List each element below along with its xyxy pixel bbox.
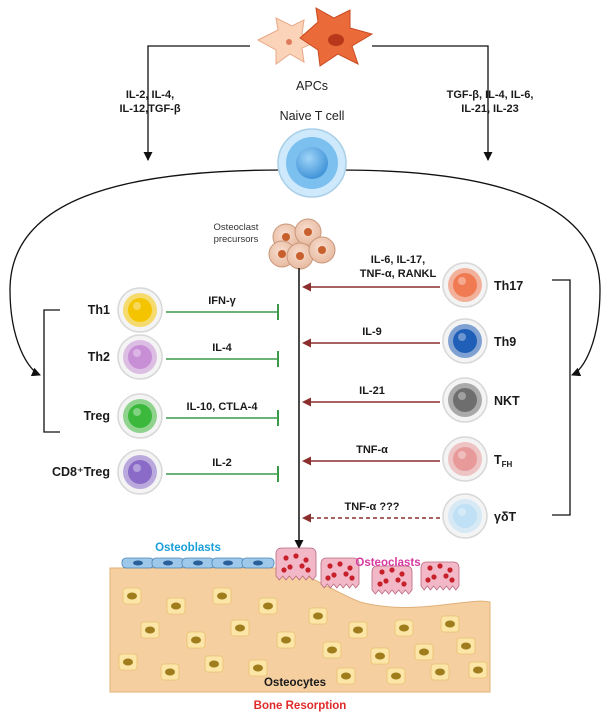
osteoclast-precursor-cells xyxy=(268,218,336,270)
stimulatory-cell-2-cell xyxy=(442,377,488,423)
osteocyte xyxy=(230,619,250,637)
stimulatory-label-cell-4: γδT xyxy=(494,510,517,524)
osteocyte xyxy=(386,667,406,685)
osteocyte xyxy=(456,637,476,655)
stimulatory-label-cell-1: Th9 xyxy=(494,335,516,349)
osteocyte xyxy=(394,619,414,637)
osteocyte xyxy=(348,621,368,639)
naive-t-cell xyxy=(277,128,347,198)
osteoclast xyxy=(371,565,413,595)
osteoblast xyxy=(211,557,245,569)
osteocyte xyxy=(166,597,186,615)
osteocyte-cells xyxy=(118,587,488,685)
osteocyte xyxy=(248,659,268,677)
osteocyte xyxy=(370,647,390,665)
osteocyte xyxy=(186,631,206,649)
osteoclast xyxy=(320,557,360,589)
stimulatory-cell-0-cell xyxy=(442,262,488,308)
stimulatory-cytokine-cell-1: IL-9 xyxy=(362,326,382,338)
right-cytokines-line2: IL-21, IL-23 xyxy=(461,103,518,115)
stimulatory-cell-3-cell xyxy=(442,436,488,482)
osteocyte xyxy=(160,663,180,681)
stimulatory-cytokine-cell-3: TNF-α xyxy=(356,444,388,456)
stimulatory-cytokine-cell-4: TNF-α ??? xyxy=(344,501,399,513)
inhibitory-label-cd8-treg: CD8⁺Treg xyxy=(52,465,110,479)
stimulatory-label-cell-3: TFH xyxy=(494,453,513,469)
right-cytokines-line1: TGF-β, IL-4, IL-6, xyxy=(447,89,534,101)
osteocyte xyxy=(430,663,450,681)
stimulatory-label-sub-cell-3: FH xyxy=(502,460,513,469)
apc-bracket xyxy=(143,45,250,161)
osteoblast xyxy=(181,557,215,569)
osteoblast xyxy=(151,557,185,569)
apc-cells xyxy=(256,7,374,67)
left-arc-arrow xyxy=(9,169,283,377)
left-cytokines-line1: IL-2, IL-4, xyxy=(126,89,174,101)
bone-tissue xyxy=(109,547,491,693)
naive-t-cell-label: Naive T cell xyxy=(280,109,345,123)
osteocyte xyxy=(204,655,224,673)
left-cytokines-line2: IL-12,TGF-β xyxy=(119,103,180,115)
inhibitory-th2-cell xyxy=(117,334,163,380)
osteocyte xyxy=(118,653,138,671)
bone-resorption-label: Bone Resorption xyxy=(254,700,347,712)
inhibitory-label-th2: Th2 xyxy=(88,350,110,364)
inhibitory-bracket xyxy=(43,309,60,433)
osteoblast xyxy=(121,557,155,569)
stimulatory-cell-1-cell xyxy=(442,318,488,364)
osteocyte xyxy=(122,587,142,605)
stimulatory-cell-4-cell xyxy=(442,493,488,539)
inhibitory-cd8-treg-cell xyxy=(117,449,163,495)
inhibitory-cytokine-cd8-treg: IL-2 xyxy=(212,457,232,469)
osteocyte xyxy=(468,661,488,679)
osteocyte xyxy=(140,621,160,639)
inhibitory-cytokine-treg: IL-10, CTLA-4 xyxy=(187,401,259,413)
inhibitory-cytokine-th1: IFN-γ xyxy=(208,295,236,307)
osteocyte xyxy=(322,641,342,659)
osteoclast xyxy=(275,547,317,581)
osteoblasts-label: Osteoblasts xyxy=(155,542,221,554)
inhibitory-cytokine-th2: IL-4 xyxy=(212,342,232,354)
stimulatory-bracket xyxy=(552,279,571,516)
osteocyte xyxy=(308,607,328,625)
osteoblast-cells xyxy=(121,557,275,569)
osteoclast-precursors-line2: precursors xyxy=(214,234,259,245)
osteocyte xyxy=(336,667,356,685)
stimulatory-label-cell-0: Th17 xyxy=(494,279,523,293)
osteocyte xyxy=(414,643,434,661)
stimulatory-cytokine-cell-2: IL-21 xyxy=(359,385,385,397)
right-arc-arrow xyxy=(339,169,601,377)
inhibitory-th1-cell xyxy=(117,287,163,333)
osteoblast xyxy=(241,557,275,569)
osteocyte xyxy=(440,615,460,633)
osteoclast xyxy=(420,561,460,591)
inhibitory-label-th1: Th1 xyxy=(88,303,110,317)
stimulatory-cytokine-cell-0-a: IL-6, IL-17, xyxy=(371,254,425,266)
osteocyte xyxy=(212,587,232,605)
inhibitory-treg-cell xyxy=(117,393,163,439)
stimulatory-label-cell-2: NKT xyxy=(494,394,520,408)
inhibitory-label-treg: Treg xyxy=(84,409,110,423)
osteoclast-precursors-line1: Osteoclast xyxy=(214,222,259,233)
apcs-label: APCs xyxy=(296,79,328,93)
osteocyte xyxy=(276,631,296,649)
stimulatory-cytokine-cell-0-b: TNF-α, RANKL xyxy=(360,268,437,280)
osteocyte xyxy=(258,597,278,615)
osteocytes-label: Osteocytes xyxy=(264,677,326,689)
osteoclast-cells xyxy=(275,547,460,595)
osteoclasts-label: Osteoclasts xyxy=(355,557,420,569)
apc-bracket-right xyxy=(372,45,493,161)
